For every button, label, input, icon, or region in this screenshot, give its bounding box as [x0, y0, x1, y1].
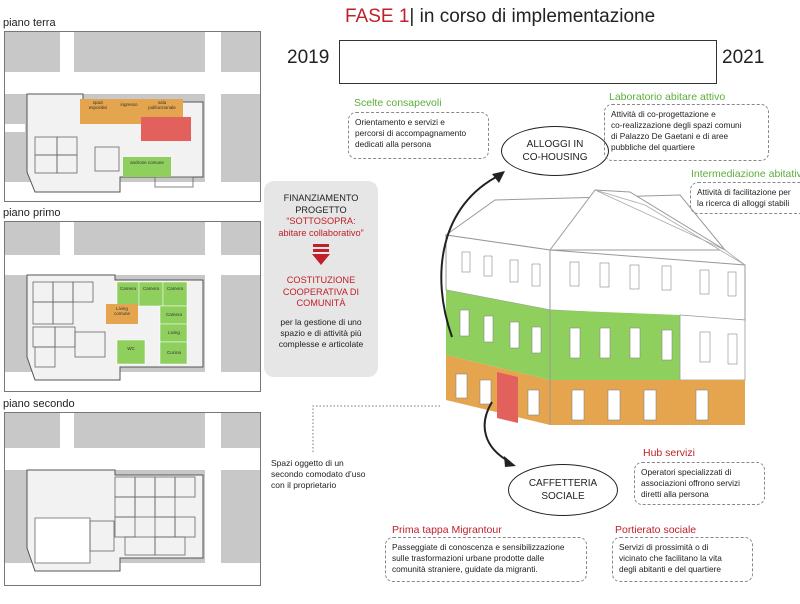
scelte-title: Scelte consapevoli	[354, 97, 442, 109]
alloggi-oval: ALLOGGI IN CO-HOUSING	[501, 126, 609, 176]
hub-line-3: diretti alla persona	[641, 489, 709, 499]
funding-desc-3: complesse e articolate	[278, 338, 364, 349]
room-label-ground-2: sala polifunzionale	[148, 100, 176, 110]
laboratorio-line-3: di Palazzo De Gaetani e di aree	[611, 131, 729, 141]
funding-line-2: PROGETTO	[295, 204, 347, 215]
funding-line-1: FINANZIAMENTO	[283, 193, 359, 203]
scelte-box: Orientamento e servizi e percorsi di acc…	[348, 112, 489, 159]
timeline-start-year: 2019	[287, 47, 330, 68]
caffe-line-1: CAFFETTERIA	[528, 478, 598, 489]
coop-line-3: COMUNITÀ	[296, 298, 346, 308]
note-line-1: Spazi oggetto di un	[271, 458, 344, 468]
arrow-to-caffetteria-icon	[483, 401, 516, 467]
note-line-3: con il proprietario	[271, 480, 337, 490]
floor-plan-first: Camera Camera Camera Living comune Camer…	[4, 221, 261, 392]
laboratorio-line-2: co-realizzazione degli spazi comuni	[611, 120, 742, 130]
room-label-ground-1: ingresso	[120, 102, 138, 107]
room-label-first-2: Camera	[166, 286, 183, 291]
room-label-first-0: Camera	[119, 286, 136, 291]
migrantour-line-2: sulle trasformazioni urbane prodotte dal…	[392, 553, 545, 563]
portierato-line-2: vicinato che facilitano la vita	[619, 553, 722, 563]
portierato-line-3: degli abitanti e del quartiere	[619, 564, 721, 574]
note-line-2: secondo comodato d’uso	[271, 469, 366, 479]
funding-desc-1: per la gestione di uno	[280, 316, 362, 327]
migrantour-box: Passeggiate di conoscenza e sensibilizza…	[385, 537, 587, 582]
funding-panel: FINANZIAMENTO PROGETTO “SOTTOSOPRA: abit…	[264, 181, 378, 377]
room-label-first-7: Cucina	[166, 350, 181, 355]
intermediazione-line-1: Attività di facilitazione per	[697, 187, 791, 197]
intermediazione-box: Attività di facilitazione per la ricerca…	[690, 182, 800, 214]
alloggi-line-1: ALLOGGI IN	[526, 139, 584, 150]
funding-line-3: “SOTTOSOPRA:	[286, 216, 356, 226]
room-label-first-5: Living	[168, 330, 180, 335]
laboratorio-box: Attività di co-progettazione e co-realiz…	[604, 104, 769, 161]
room-label-first-4: Camera	[165, 312, 182, 317]
intermediazione-title: Intermediazione abitativa	[691, 168, 800, 180]
hub-line-1: Operatori specializzati di	[641, 467, 732, 477]
arrow-down-icon	[312, 244, 330, 265]
second-floor-drawing	[5, 413, 260, 585]
ground-floor-drawing	[5, 32, 260, 201]
laboratorio-line-1: Attività di co-progettazione e	[611, 109, 716, 119]
floor-label-first: piano primo	[3, 207, 61, 219]
floor-label-ground: piano terra	[3, 17, 56, 29]
floor-label-second: piano secondo	[3, 398, 75, 410]
coop-line-1: COSTITUZIONE	[286, 275, 356, 285]
floor-plan-second	[4, 412, 261, 586]
timeline-end-year: 2021	[722, 47, 765, 68]
migrantour-title: Prima tappa Migrantour	[392, 524, 502, 536]
coop-line-2: COOPERATIVA DI	[282, 286, 360, 297]
room-label-ground-0: spazi espositivi	[88, 100, 108, 110]
phase-label: FASE 1	[345, 6, 410, 27]
portierato-title: Portierato sociale	[615, 524, 697, 536]
scelte-line-3: dedicati alla persona	[355, 139, 432, 149]
scelte-line-1: Orientamento e servizi e	[355, 117, 445, 127]
arrow-to-alloggi-icon	[440, 171, 505, 338]
floor-plan-ground: spazi espositivi ingresso sala polifunzi…	[4, 31, 261, 202]
migrantour-line-1: Passeggiate di conoscenza e sensibilizza…	[392, 542, 565, 552]
phase-subtitle: in corso di implementazione	[414, 6, 656, 27]
first-floor-drawing	[5, 222, 260, 391]
caffe-line-2: SOCIALE	[541, 491, 585, 502]
building-illustration	[444, 189, 746, 425]
laboratorio-title: Laboratorio abitare attivo	[609, 91, 726, 103]
migrantour-line-3: comunità straniere, guidate da migranti.	[392, 564, 538, 574]
hub-line-2: associazioni offrono servizi	[641, 478, 740, 488]
dotted-connector	[312, 405, 440, 453]
room-label-first-1: Camera	[142, 286, 159, 291]
caffetteria-oval: CAFFETTERIA SOCIALE	[508, 464, 618, 516]
hub-title: Hub servizi	[643, 447, 695, 459]
room-label-ground-3: androne comune	[130, 160, 164, 165]
hub-box: Operatori specializzati di associazioni …	[634, 462, 765, 505]
funding-line-4: abitare collaborativo”	[278, 227, 364, 238]
portierato-line-1: Servizi di prossimità o di	[619, 542, 709, 552]
portierato-box: Servizi di prossimità o di vicinato che …	[612, 537, 753, 582]
phase-separator: |	[409, 6, 415, 27]
alloggi-line-2: CO-HOUSING	[522, 152, 588, 163]
intermediazione-line-2: la ricerca di alloggi stabili	[697, 198, 790, 208]
room-label-first-6: WC	[127, 346, 135, 351]
scelte-line-2: percorsi di accompagnamento	[355, 128, 467, 138]
phase-title: FASE 1| in corso di implementazione	[345, 6, 655, 28]
timeline-bar	[339, 40, 717, 84]
laboratorio-line-4: pubbliche del quartiere	[611, 142, 695, 152]
funding-desc-2: spazio e di attività più	[280, 327, 362, 338]
comodato-note: Spazi oggetto di un secondo comodato d’u…	[271, 458, 366, 491]
room-label-first-3: Living comune	[113, 306, 130, 316]
